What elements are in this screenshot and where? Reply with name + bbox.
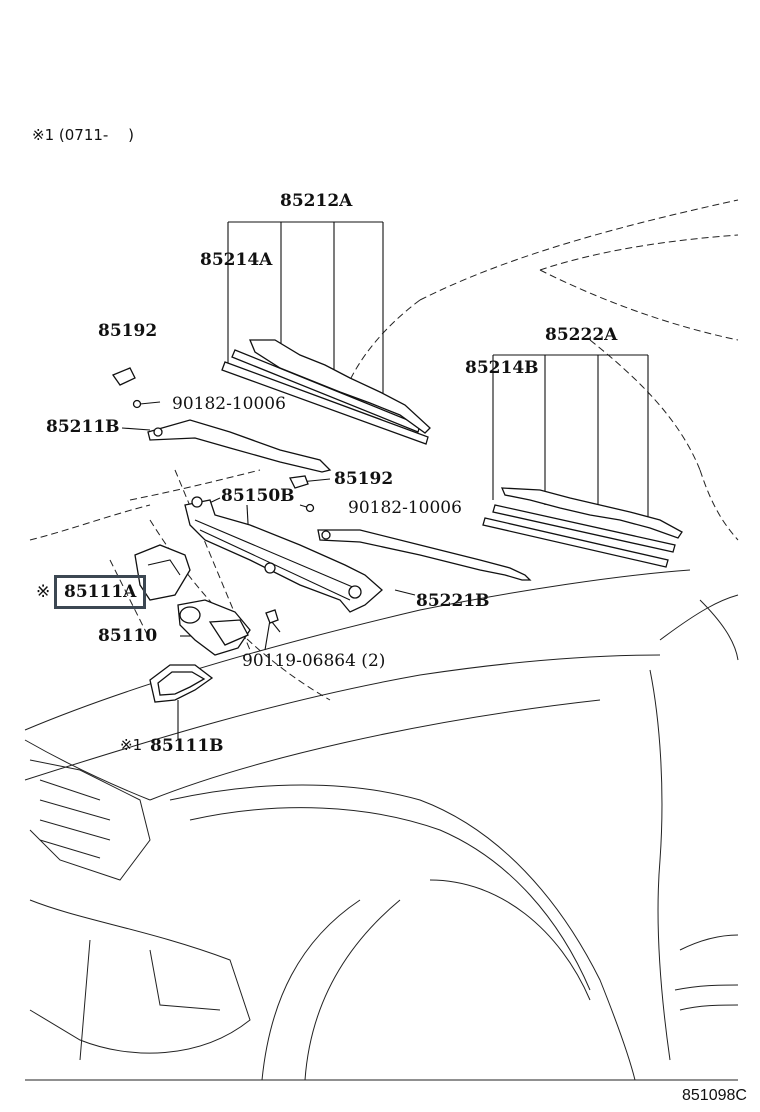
highlight-box bbox=[54, 575, 146, 609]
part-label-85222a[interactable]: 85222A bbox=[545, 325, 618, 345]
applicability-note: ※1 (0711- ) bbox=[32, 126, 134, 144]
rear-wiper-arm bbox=[317, 529, 532, 581]
wiper-link-assembly bbox=[184, 496, 383, 613]
part-label-85111a[interactable]: 85111A bbox=[64, 582, 137, 602]
caps-and-nuts bbox=[112, 367, 315, 513]
motor-cover bbox=[134, 544, 191, 601]
part-label-85211b[interactable]: 85211B bbox=[46, 417, 120, 437]
part-label-85150b[interactable]: 85150B bbox=[221, 486, 295, 506]
part-label-85192-right[interactable]: 85192 bbox=[334, 469, 394, 489]
part-label-85221b[interactable]: 85221B bbox=[416, 591, 490, 611]
part-label-85192-left[interactable]: 85192 bbox=[98, 321, 158, 341]
part-label-90182-10006-right[interactable]: 90182-10006 bbox=[348, 498, 462, 518]
rear-wiper-blade bbox=[482, 487, 683, 568]
motor-cover-mark: ※ bbox=[36, 582, 51, 602]
part-label-85214a[interactable]: 85214A bbox=[200, 250, 273, 270]
front-wiper-blade bbox=[221, 339, 431, 445]
wiper-motor bbox=[177, 599, 281, 656]
gasket-mark: ※1 bbox=[120, 736, 143, 754]
part-label-85212a[interactable]: 85212A bbox=[280, 191, 353, 211]
part-label-90119-06864[interactable]: 90119-06864 (2) bbox=[242, 651, 386, 671]
part-label-85111b[interactable]: 85111B bbox=[150, 736, 224, 756]
part-label-85110[interactable]: 85110 bbox=[98, 626, 158, 646]
leader-lines bbox=[121, 221, 649, 740]
part-label-85214b[interactable]: 85214B bbox=[465, 358, 539, 378]
front-wiper-arm bbox=[147, 419, 332, 473]
part-label-90182-10006-left[interactable]: 90182-10006 bbox=[172, 394, 286, 414]
diagram-code: 851098C bbox=[682, 1087, 747, 1104]
motor-gasket bbox=[149, 664, 214, 703]
